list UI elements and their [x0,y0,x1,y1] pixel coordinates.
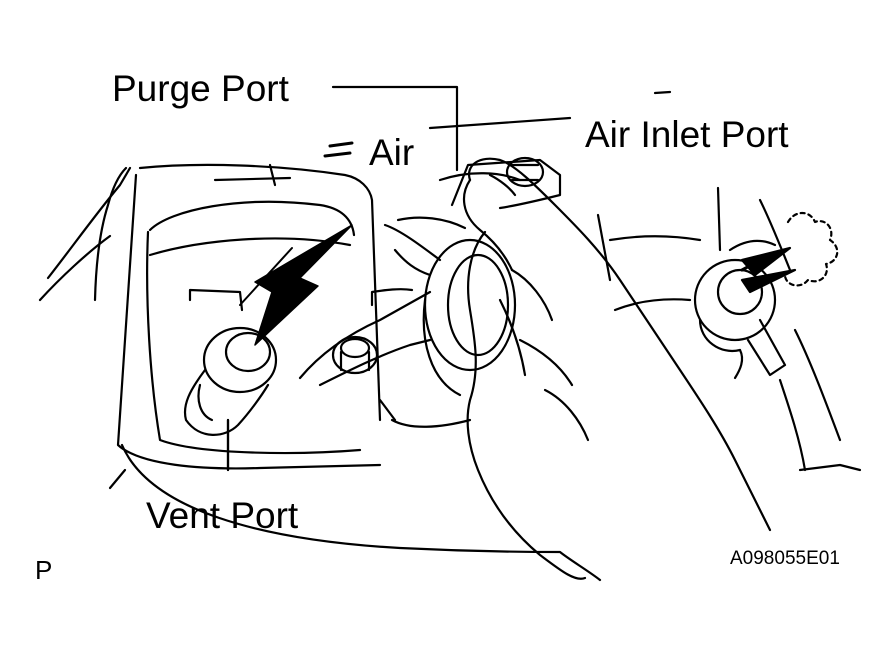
technician-hand [462,157,772,580]
air-inlet-port-nozzle [596,90,862,472]
mounting-bracket [298,223,442,387]
air-flow-arrow-icon [239,141,354,346]
canister-housing [38,163,602,582]
corner-mark: P [35,555,53,585]
vent-port-label: Vent Port [146,495,299,536]
figure-code: A098055E01 [730,548,840,569]
purge-port-leader [331,85,459,172]
air-label: Air [369,132,415,173]
purge-port-body [378,116,572,428]
air-inlet-port-label: Air Inlet Port [585,114,789,155]
air-puff-icon [740,211,839,294]
purge-port-label: Purge Port [112,68,289,109]
